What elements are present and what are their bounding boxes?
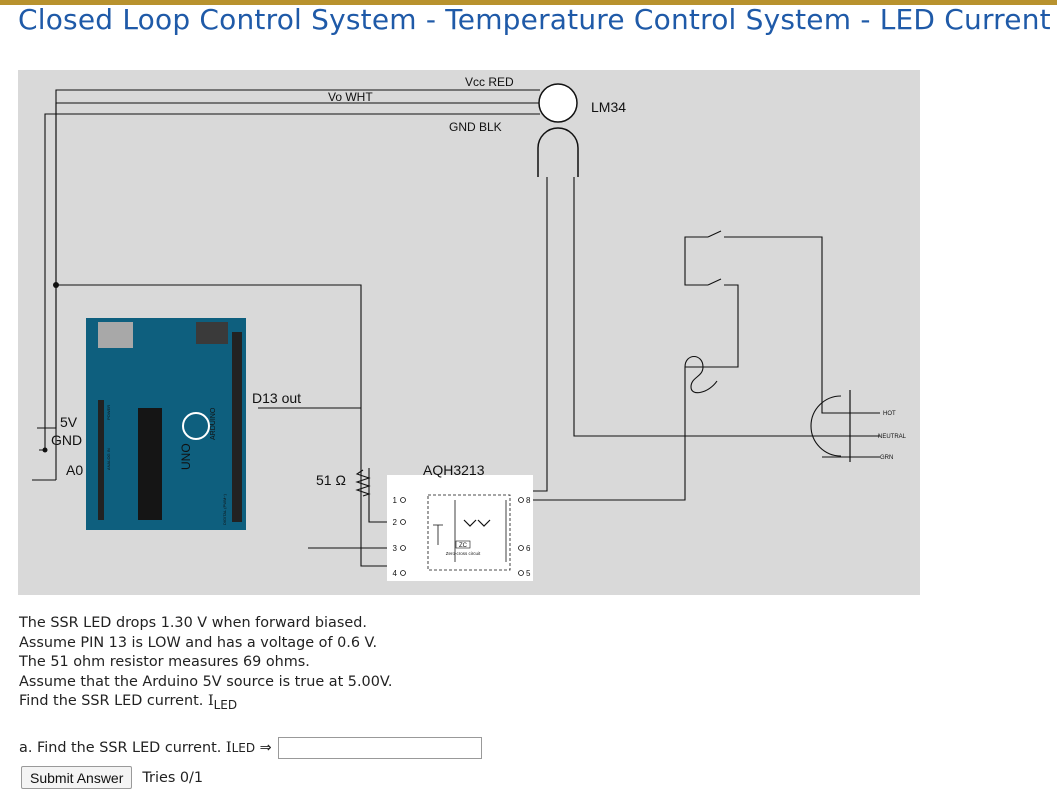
ssr-pin-5: 5 bbox=[526, 569, 531, 578]
power-jack bbox=[196, 322, 228, 344]
pin-5v-label: 5V bbox=[60, 414, 78, 430]
wire-a0-vo bbox=[55, 102, 540, 480]
board-text-analog: ANALOG IN bbox=[106, 448, 111, 470]
ssr-label: AQH3213 bbox=[423, 462, 485, 478]
sensor-label: LM34 bbox=[591, 99, 626, 115]
arduino-logo-icon bbox=[182, 412, 210, 440]
junction-dots bbox=[42, 282, 59, 453]
lm34-sensor bbox=[537, 83, 579, 177]
resistor-label: 51 Ω bbox=[316, 472, 346, 488]
plug-label-neutral: NEUTRAL bbox=[878, 434, 907, 440]
board-text-power: POWER bbox=[106, 405, 111, 420]
wire-sw2-left bbox=[684, 236, 708, 255]
problem-line: Assume that the Arduino 5V source is tru… bbox=[19, 673, 393, 690]
zero-cross-label: Zero-cross circuit bbox=[446, 551, 481, 556]
ssr-pin-2: 2 bbox=[393, 518, 398, 527]
ssr-pin-6: 6 bbox=[526, 544, 531, 553]
problem-line: The 51 ohm resistor measures 69 ohms. bbox=[19, 654, 310, 670]
wire-sw1 bbox=[684, 255, 708, 286]
arduino-uno-board: UNO ARDUINO DIGITAL (PWM~) POWER ANALOG … bbox=[86, 318, 246, 530]
ssr-aqh3213: ZC Zero-cross circuit 1 2 3 4 8 6 5 bbox=[387, 475, 533, 581]
plug-label-hot: HOT bbox=[883, 411, 896, 417]
zc-box bbox=[455, 540, 471, 549]
problem-line: Assume PIN 13 is LOW and has a voltage o… bbox=[19, 634, 378, 651]
triac-icon bbox=[463, 519, 491, 527]
wire-gnd-gnd bbox=[39, 113, 540, 451]
digital-header bbox=[232, 332, 242, 522]
plug-label-grn: GRN bbox=[880, 455, 893, 461]
pin-a0-label: A0 bbox=[66, 462, 83, 478]
submit-answer-button[interactable]: Submit Answer bbox=[21, 766, 133, 789]
board-body bbox=[86, 318, 246, 530]
accent-bar bbox=[0, 0, 1057, 5]
usb-port bbox=[98, 322, 133, 348]
question-var-i: I bbox=[225, 740, 232, 756]
analog-header bbox=[98, 400, 104, 520]
ssr-pin-1: 1 bbox=[393, 496, 398, 505]
ac-plug-icon bbox=[810, 390, 880, 462]
wire-hot bbox=[724, 236, 841, 414]
answer-input[interactable] bbox=[277, 737, 482, 759]
var-sub: LED bbox=[213, 697, 238, 712]
ssr-background bbox=[387, 475, 533, 581]
ssr-pin-3: 3 bbox=[393, 544, 398, 553]
wire-sensor-right bbox=[573, 177, 841, 437]
thermostat-switches bbox=[707, 230, 722, 286]
heater-element-icon bbox=[684, 355, 718, 394]
circuit-diagram: UNO ARDUINO DIGITAL (PWM~) POWER ANALOG … bbox=[18, 70, 920, 595]
var-i: I bbox=[207, 693, 214, 709]
page-title: Closed Loop Control System - Temperature… bbox=[18, 3, 1051, 36]
wiring bbox=[32, 89, 841, 567]
atmega-chip bbox=[138, 408, 162, 520]
zc-label: ZC bbox=[459, 543, 468, 549]
find-text: Find the SSR LED current. bbox=[19, 693, 204, 709]
d13-label: D13 out bbox=[252, 390, 301, 406]
board-text-digital: DIGITAL (PWM~) bbox=[222, 493, 227, 525]
arrow-icon: ⇒ bbox=[259, 740, 272, 756]
board-text-uno: UNO bbox=[179, 443, 193, 470]
vcc-label: Vcc RED bbox=[465, 75, 514, 89]
wire-ssr-heater bbox=[525, 367, 686, 501]
resistor-51-ohm bbox=[355, 469, 371, 497]
wire-5v-ssr bbox=[56, 284, 403, 567]
ssr-pin-4: 4 bbox=[393, 569, 398, 578]
gnd-label: GND BLK bbox=[449, 120, 502, 134]
ssr-pin-8: 8 bbox=[526, 496, 531, 505]
ssr-package bbox=[427, 494, 511, 571]
question-var-sub: LED bbox=[231, 741, 256, 755]
pin-gnd-label: GND bbox=[51, 432, 82, 448]
problem-find-line: Find the SSR LED current. ILED bbox=[19, 692, 392, 715]
submit-row: Submit Answer Tries 0/1 bbox=[21, 766, 203, 789]
question-label: a. Find the SSR LED current. bbox=[19, 740, 222, 756]
problem-statement: The SSR LED drops 1.30 V when forward bi… bbox=[19, 614, 392, 715]
problem-line: The SSR LED drops 1.30 V when forward bi… bbox=[19, 615, 367, 631]
vo-label: Vo WHT bbox=[328, 90, 373, 104]
board-text-arduino: ARDUINO bbox=[210, 407, 217, 440]
tries-counter: Tries 0/1 bbox=[142, 769, 204, 786]
wire-heater-sw bbox=[685, 284, 739, 368]
